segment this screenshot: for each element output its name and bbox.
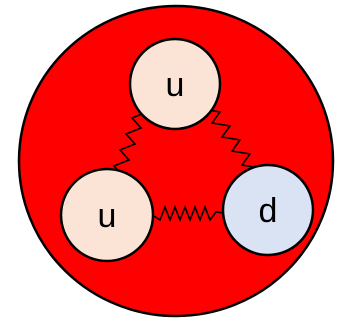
quark-label: u [98, 197, 117, 235]
up-quark-circle [128, 37, 222, 131]
up-quark-circle [59, 167, 155, 263]
gluon-spring-top-right [200, 98, 262, 179]
quark-bottom-left: u [59, 167, 155, 263]
quark-label: d [259, 192, 278, 230]
gluon-spring-bottom [153, 204, 225, 223]
quark-top: u [128, 37, 222, 131]
quark-bottom-right: d [221, 163, 315, 257]
down-quark-circle [221, 163, 315, 257]
quark-label: u [166, 66, 185, 104]
